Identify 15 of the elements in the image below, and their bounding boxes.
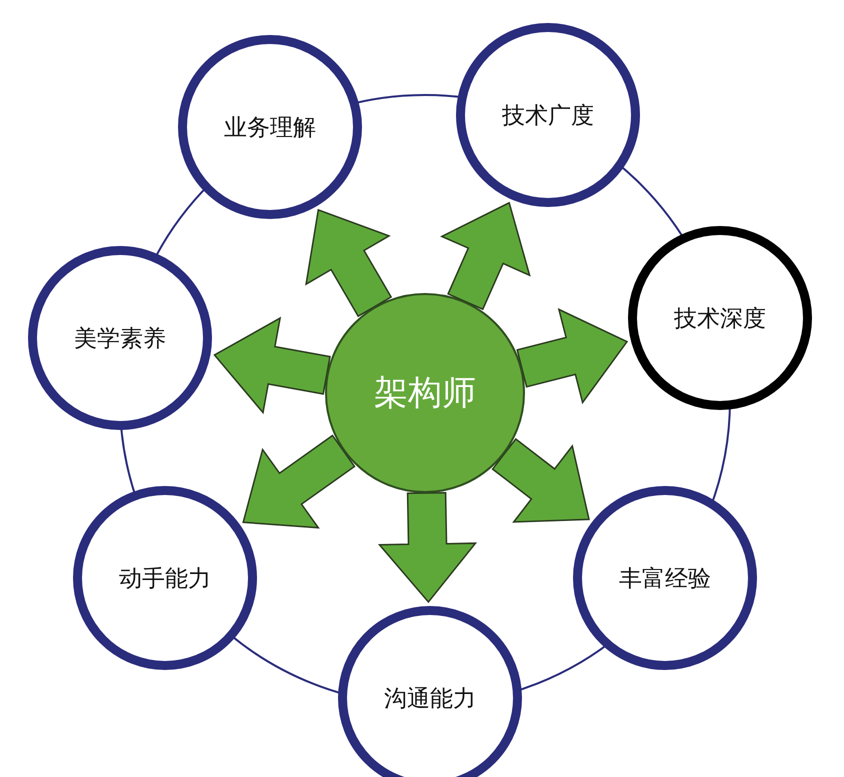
arrow (213, 316, 331, 414)
circle-label: 动手能力 (119, 564, 211, 594)
arrow (492, 438, 590, 523)
arrow (516, 308, 628, 404)
arrow (378, 492, 478, 604)
circle-label: 业务理解 (224, 114, 316, 142)
circle-label: 丰富经验 (619, 564, 711, 594)
arrow (305, 208, 392, 318)
circle-label: 技术广度 (502, 102, 594, 130)
circle-label: 架构师 (374, 372, 476, 415)
arrow (440, 202, 531, 310)
circle-label: 技术深度 (674, 304, 766, 334)
circle-label: 沟通能力 (384, 684, 476, 714)
arrow (242, 434, 356, 529)
circle-label: 美学素养 (74, 324, 166, 354)
